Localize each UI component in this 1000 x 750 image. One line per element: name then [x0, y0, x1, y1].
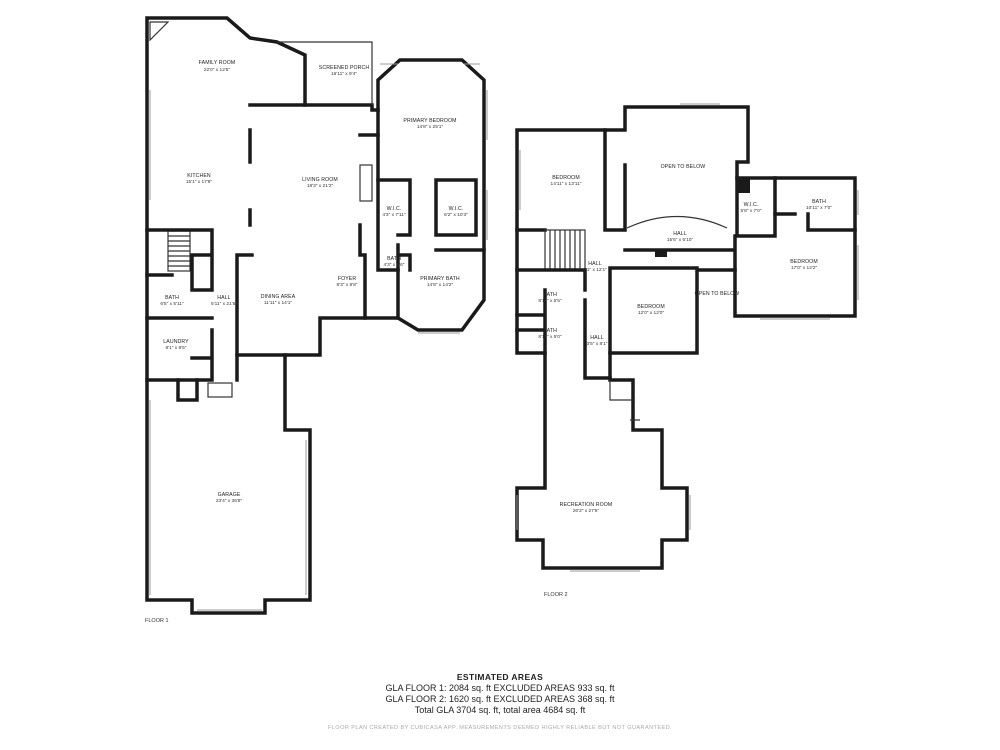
- gla-floor2-line: GLA FLOOR 2: 1620 sq. ft EXCLUDED AREAS …: [385, 694, 615, 704]
- wic2-wall: [434, 178, 478, 237]
- room-name: W.I.C.: [449, 206, 464, 212]
- room-name: OPEN TO BELOW: [695, 291, 740, 297]
- left-bath-block: [515, 268, 587, 355]
- room-dim: 6'5" x 5'11": [160, 301, 184, 307]
- primary-bath-wall: [396, 243, 486, 320]
- room-name: PRIMARY BEDROOM: [403, 118, 456, 124]
- room-name: GARAGE: [218, 492, 241, 498]
- floor1-plan: [145, 16, 488, 615]
- room-dim: 8'3" x 8'8": [337, 282, 358, 288]
- room-dim: 15'1" x 17'8": [186, 179, 213, 185]
- room-dim: 20'2" x 27'5": [573, 508, 600, 514]
- laundry-wall: [145, 328, 214, 382]
- room-name: DINING AREA: [261, 294, 296, 300]
- room-name: BATH: [543, 328, 557, 334]
- room-name: HALL: [217, 295, 230, 301]
- disclaimer-text: FLOOR PLAN CREATED BY CUBICASA APP. MEAS…: [327, 725, 673, 731]
- bath-upper-right-wall: [773, 176, 857, 232]
- open-to-below-rail: [626, 215, 728, 229]
- room-dim: 8'11" x 5'5": [538, 298, 562, 304]
- wic1-wall: [376, 178, 412, 237]
- room-name: BATH: [543, 292, 557, 298]
- room-dim: 4'3" x 7'11": [382, 212, 406, 218]
- room-name: HALL: [588, 261, 601, 267]
- room-name: LAUNDRY: [163, 339, 189, 345]
- room-name: BATH: [165, 295, 179, 301]
- room-name: W.I.C.: [744, 202, 759, 208]
- bedroom1-wall: [515, 128, 627, 232]
- rec-room-steps: [609, 380, 640, 421]
- room-dim: 15'6" x 6'10": [667, 237, 694, 243]
- room-dim: 6'2" x 10'3": [444, 212, 468, 218]
- room-name: HALL: [590, 335, 603, 341]
- floor2-plan: [515, 103, 859, 572]
- entry-steps: [207, 382, 233, 398]
- room-dim: 16'11" x 9'4": [331, 71, 357, 77]
- room-name: BEDROOM: [637, 304, 665, 310]
- room-dim: 5'11" x 21'5": [211, 301, 237, 307]
- chimney-block: [737, 178, 750, 193]
- room-dim: 14'8" x 25'1": [417, 124, 444, 130]
- bath1-wall: [145, 273, 214, 320]
- room-dim: 12'0" x 12'0": [638, 310, 665, 316]
- room-name: W.I.C.: [387, 206, 402, 212]
- floor1-outer-wall: [145, 16, 486, 615]
- room-dim: 17'0" x 12'2": [791, 265, 818, 271]
- room-name: FAMILY ROOM: [199, 60, 236, 66]
- floor2-label: FLOOR 2: [544, 592, 568, 598]
- dining-left-wall: [235, 253, 254, 382]
- corner-fireplace: [149, 21, 170, 42]
- floor1-label: FLOOR 1: [145, 618, 169, 624]
- room-dim: 9'1" x 8'5": [166, 345, 187, 351]
- room-name: KITCHEN: [187, 173, 211, 179]
- room-dim: 11'11" x 14'1": [264, 300, 293, 306]
- closet-wall: [176, 378, 199, 402]
- room-dim: 14'11" x 13'11": [551, 181, 582, 187]
- room-name: LIVING ROOM: [302, 177, 338, 183]
- room-name: OPEN TO BELOW: [661, 164, 706, 170]
- room-dim: 10'11" x 7'0": [806, 205, 832, 211]
- room-dim: 14'8" x 14'2": [427, 282, 454, 288]
- room-dim: 23'4" x 36'8": [216, 498, 243, 504]
- porch-top-edge: [277, 41, 373, 105]
- room-name: RECREATION ROOM: [560, 502, 613, 508]
- room-name: FOYER: [338, 276, 357, 282]
- floor2-windows: [516, 103, 859, 572]
- floor1-windows: [149, 63, 488, 334]
- hall-block-wall: [145, 228, 214, 292]
- vent: [655, 251, 667, 257]
- room-name: BATH: [812, 199, 826, 205]
- total-gla-line: Total GLA 3704 sq. ft, total area 4684 s…: [414, 705, 586, 715]
- room-name: HALL: [673, 231, 686, 237]
- estimated-areas-title: ESTIMATED AREAS: [456, 672, 544, 682]
- room-name: BEDROOM: [552, 175, 580, 181]
- room-name: BEDROOM: [790, 259, 818, 265]
- garage-doors: [149, 400, 307, 611]
- room-dim: 22'0" x 12'5": [204, 67, 231, 73]
- floor2-outer-wall: [515, 105, 857, 570]
- hall-small-wall: [583, 266, 699, 380]
- room-dim: 4'3" x 5'6": [384, 262, 405, 268]
- foyer-wall: [358, 223, 367, 320]
- stairs-floor1-treads: [168, 235, 190, 267]
- gla-floor1-line: GLA FLOOR 1: 2084 sq. ft EXCLUDED AREAS …: [385, 683, 615, 693]
- room-dim: 6'1" x 12'1": [583, 267, 607, 273]
- room-dim: 3'5" x 8'1": [587, 341, 608, 347]
- room-name: BATH: [387, 256, 401, 262]
- room-name: SCREENED PORCH: [319, 65, 370, 71]
- room-name: PRIMARY BATH: [420, 276, 460, 282]
- floor2-labels: BEDROOM 14'11" x 13'11" OPEN TO BELOW W.…: [538, 164, 832, 598]
- primary-bedroom-wall: [376, 108, 400, 272]
- stairs-floor2-treads: [549, 230, 581, 270]
- hall-wall: [623, 234, 737, 272]
- room-dim: 5'8" x 7'0": [741, 208, 762, 214]
- fireplace: [359, 164, 373, 202]
- room-dim: 18'3" x 21'2": [307, 183, 334, 189]
- wic-wall: [735, 176, 797, 238]
- room-dim: 8'11" x 5'0": [538, 334, 562, 340]
- floor1-labels: FAMILY ROOM 22'0" x 12'5" SCREENED PORCH…: [145, 60, 468, 624]
